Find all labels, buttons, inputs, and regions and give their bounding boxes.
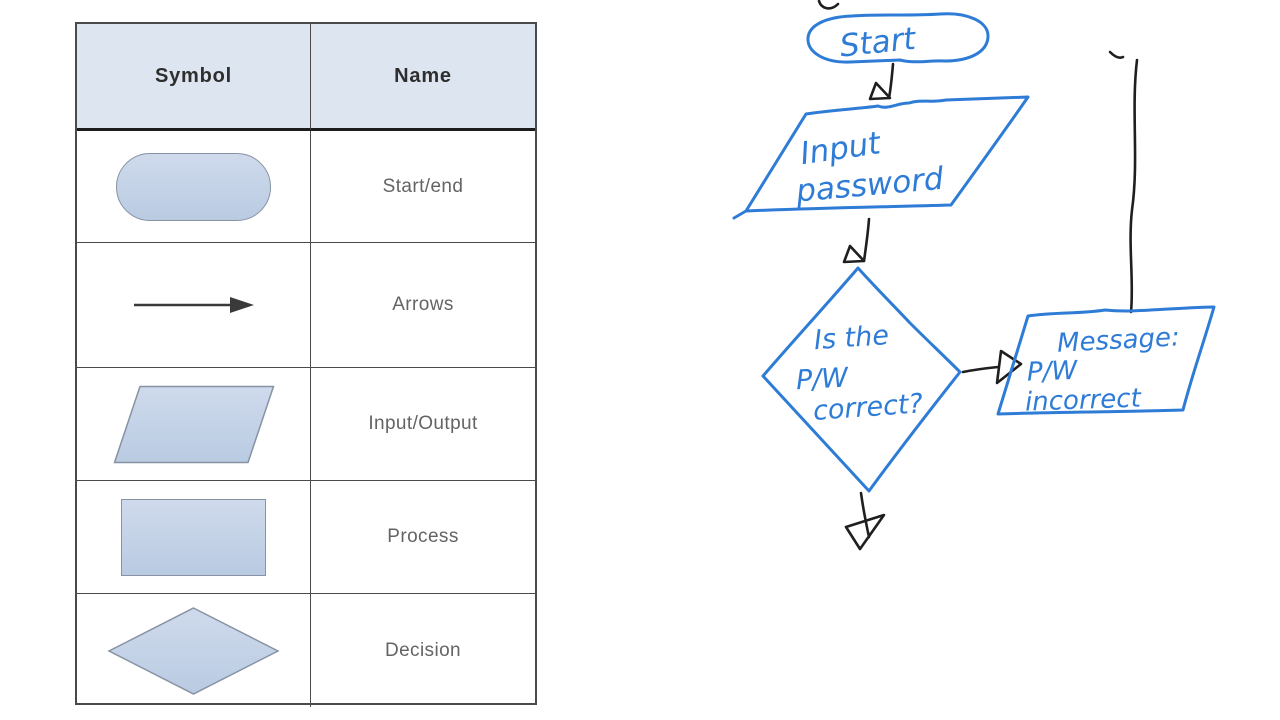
input-password-node: Input password (732, 95, 1030, 220)
decision-node: Is the P/W correct? (761, 266, 962, 493)
flow-arrow-decision-down (844, 491, 886, 551)
row-name-label: Process (387, 526, 459, 547)
message-node: Message: P/W incorrect (996, 305, 1216, 418)
start-node: Start (806, 12, 990, 65)
row-name-label: Input/Output (368, 413, 478, 434)
message-node-outline (996, 305, 1216, 416)
tick-mark (1108, 50, 1125, 60)
decision-node-outline (761, 266, 962, 493)
decision-label-line3: correct? (812, 388, 924, 427)
symbol-cell-process (77, 481, 311, 594)
name-cell-input-output: Input/Output (311, 368, 535, 481)
decision-label-line2: P/W (795, 362, 850, 396)
stadium-shape (116, 152, 271, 221)
header-name-label: Name (394, 64, 452, 87)
header-cell-symbol: Symbol (77, 24, 311, 131)
ink-overshoot (732, 209, 748, 220)
header-symbol-label: Symbol (154, 64, 233, 87)
arrow-shape (133, 297, 254, 313)
row-name-label: Start/end (382, 175, 464, 197)
name-cell-process: Process (311, 481, 535, 594)
arrow-line (859, 491, 871, 539)
start-node-label: Start (838, 21, 919, 65)
stray-ink-mark (817, 0, 840, 10)
arrow-line (887, 62, 895, 100)
symbol-cell-decision (77, 594, 311, 707)
header-cell-name: Name (311, 24, 535, 131)
name-cell-arrows: Arrows (311, 243, 535, 368)
diamond-shape (107, 606, 280, 695)
flow-arrow-input-to-decision (842, 217, 871, 264)
arrow-line (862, 217, 871, 263)
arrowhead-icon (844, 513, 886, 551)
arrowhead-icon (868, 81, 892, 101)
symbol-cell-start-end (77, 131, 311, 243)
name-cell-decision: Decision (311, 594, 535, 707)
flow-arrow-start-to-input (868, 62, 895, 101)
decision-label-line1: Is the (813, 320, 890, 356)
vertical-connector-line (1129, 58, 1139, 314)
message-label-line1: Message: (1056, 322, 1180, 358)
message-label-line2: P/W (1026, 356, 1078, 388)
flowchart-symbol-legend-table: Symbol Name Start/end Arrows (75, 22, 537, 707)
symbol-cell-arrows (77, 243, 311, 368)
rectangle-shape (121, 498, 266, 576)
arrow-line (961, 365, 1000, 374)
parallelogram-shape (112, 385, 275, 463)
input-node-label-line1: Input (798, 125, 884, 172)
row-name-label: Decision (384, 639, 462, 661)
name-cell-start-end: Start/end (311, 131, 535, 243)
symbol-cell-input-output (77, 368, 311, 481)
arrowhead-icon (842, 244, 866, 264)
row-name-label: Arrows (392, 294, 454, 315)
message-label-line3: incorrect (1025, 384, 1143, 418)
start-node-outline (806, 12, 990, 64)
